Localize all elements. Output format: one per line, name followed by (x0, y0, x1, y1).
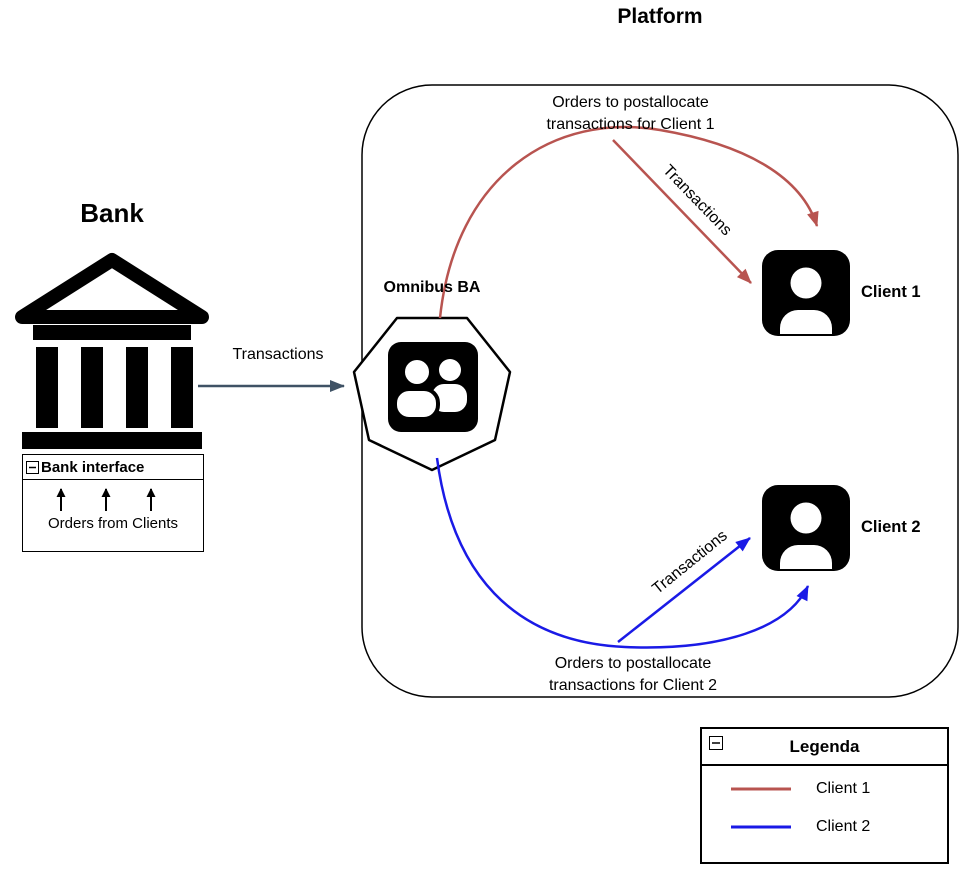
orders-from-clients-label: Orders from Clients (47, 515, 179, 532)
legend-swatch-client1 (731, 787, 791, 790)
legend-item-client1: Client 1 (702, 773, 947, 804)
edge-orders-client1 (438, 125, 819, 319)
orders-client2-line2: transactions for Client 2 (548, 677, 718, 694)
legend-panel: Legenda Client 1 Client 2 (700, 727, 949, 864)
bank-transactions-label: Transactions (232, 346, 324, 363)
edge-orders-client2 (435, 457, 810, 649)
legend-label-client1: Client 1 (816, 779, 871, 797)
bank-interface-title: Bank interface (41, 458, 145, 476)
omnibus-label: Omnibus BA (383, 279, 481, 296)
legend-title: Legenda (789, 737, 860, 756)
edge-transactions-client2 (617, 537, 751, 643)
people-icon (388, 342, 478, 432)
client2-person-icon (762, 485, 850, 571)
orders-client2-line1: Orders to postallocate (554, 655, 712, 672)
collapse-icon[interactable] (26, 460, 39, 474)
omnibus-node (352, 316, 512, 472)
client2-label: Client 2 (861, 518, 921, 536)
bank-icon (15, 253, 209, 449)
client1-person-icon (762, 250, 850, 336)
collapse-icon[interactable] (709, 736, 723, 750)
bank-interface-panel: Bank interface Orders from Clients (22, 454, 204, 552)
legend-swatch-client2 (731, 825, 791, 828)
bank-interface-header: Bank interface (23, 455, 203, 480)
orders-client1-line2: transactions for Client 1 (546, 116, 715, 133)
client1-label: Client 1 (861, 283, 921, 301)
orders-client1-line1: Orders to postallocate (552, 94, 709, 111)
legend-label-client2: Client 2 (816, 817, 871, 835)
edge-transactions-client1 (612, 139, 752, 284)
legend-item-client2: Client 2 (702, 811, 947, 842)
up-arrows-icon (56, 488, 156, 511)
bank-title: Bank (80, 198, 144, 228)
legend-header: Legenda (702, 729, 947, 766)
platform-title: Platform (617, 5, 703, 28)
orders-client1-label: Orders to postallocate transactions for … (488, 92, 773, 136)
orders-client2-label: Orders to postallocate transactions for … (488, 653, 778, 697)
